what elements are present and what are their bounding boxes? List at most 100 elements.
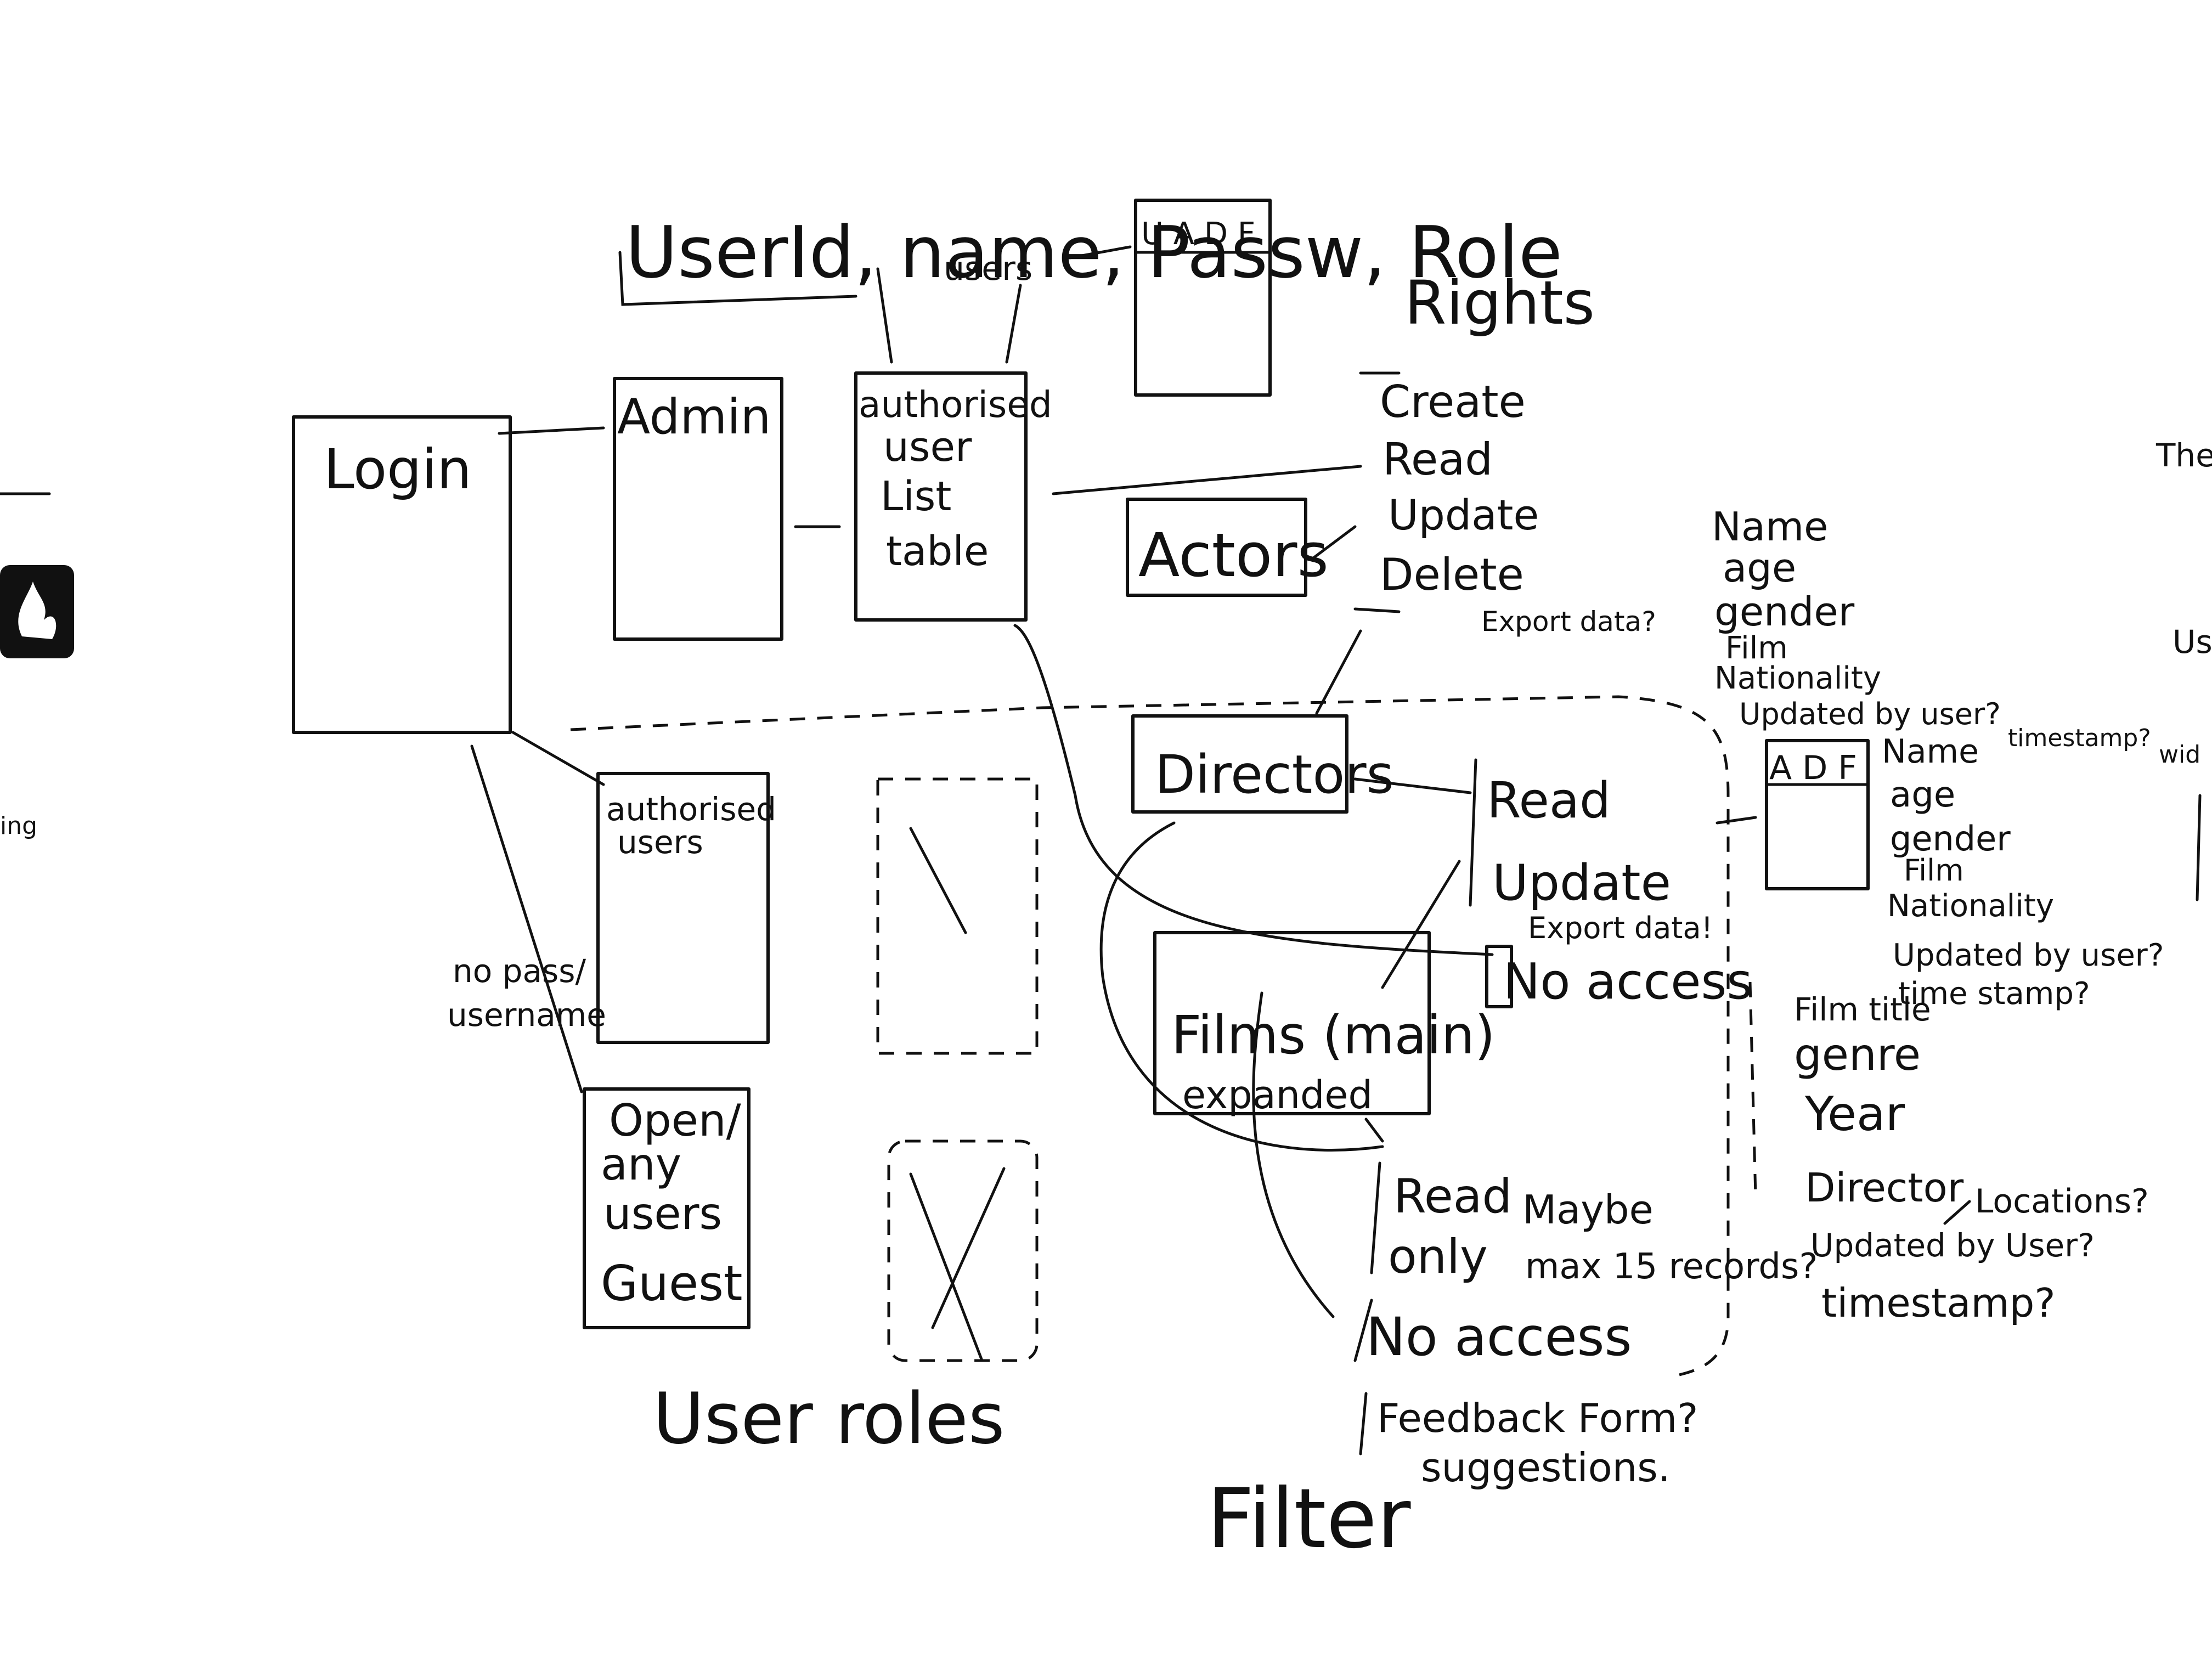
director-read: Read: [1487, 772, 1611, 830]
director-field-age: age: [1890, 775, 1955, 815]
rights-item-create: Create: [1380, 376, 1526, 427]
feedback-line-2: suggestions.: [1421, 1444, 1671, 1491]
read-directors-arrow: [1353, 777, 1472, 794]
authorised-users-line-1: authorised: [606, 791, 776, 828]
films-list-curve: [1013, 624, 1494, 956]
rights-item-delete: Delete: [1380, 549, 1524, 600]
film-field-genre: genre: [1794, 1029, 1921, 1080]
rights-item-read: Read: [1383, 434, 1493, 485]
login-guest-arrow: [470, 744, 583, 1093]
director-field-updated: Updated by user?: [1893, 938, 2164, 973]
locations-arrow: [1943, 1200, 1971, 1225]
rights-title: Rights: [1404, 268, 1595, 338]
rights-item-update: Update: [1388, 490, 1539, 539]
director-rights-bracket: [1469, 758, 1477, 907]
guest-rights-bracket: [1370, 1161, 1381, 1274]
user-list-box: [854, 371, 1028, 622]
guest-films-curve: [1252, 991, 1335, 1318]
no-access-bracket: [1485, 945, 1513, 1008]
admin-label: Admin: [617, 388, 771, 445]
guest-films-arrow: [1364, 1118, 1384, 1143]
director-no-access: No access: [1503, 953, 1752, 1011]
no-access-bracket-2: [1353, 1299, 1373, 1362]
director-update: Update: [1492, 854, 1671, 912]
header-arrow-2: [1005, 284, 1022, 364]
films-label: Films (main): [1171, 1005, 1495, 1066]
feedback-bracket: [1359, 1392, 1368, 1455]
open-users-line-4: Guest: [601, 1255, 742, 1312]
login-label: Login: [324, 437, 472, 501]
directors-box: [1131, 714, 1348, 814]
actor-field-name: Name: [1712, 504, 1828, 550]
director-field-nationality: Nationality: [1887, 888, 2054, 924]
open-users-line-2: any: [601, 1139, 681, 1190]
users-label: users: [944, 250, 1032, 288]
nopass-line-2: username: [447, 996, 606, 1034]
authorised-users-line-2: users: [617, 823, 703, 861]
actor-field-gender: gender: [1714, 589, 1855, 635]
role-cross: [909, 1167, 1006, 1362]
film-field-updated: Updated by User?: [1810, 1227, 2095, 1264]
actor-field-film: Film: [1725, 630, 1788, 666]
open-users-box: [583, 1087, 751, 1329]
right-edge-stroke: [2196, 794, 2202, 901]
user-list-line-3: List: [881, 473, 951, 520]
guest-no-access: No access: [1366, 1306, 1632, 1368]
director-field-film: Film: [1904, 853, 1964, 888]
film-fields-dash: [1748, 981, 1757, 1197]
films-sub-label: expanded: [1182, 1073, 1373, 1118]
adf-arrow: [1716, 816, 1757, 825]
header-arrow-1: [876, 267, 893, 364]
film-field-timestamp: timestamp?: [1821, 1280, 2056, 1326]
right-edge-wid: wid: [2159, 741, 2200, 769]
filter-label: Filter: [1207, 1471, 1411, 1567]
films-box: [1153, 931, 1431, 1115]
film-field-year: Year: [1804, 1087, 1905, 1142]
film-field-director: Director: [1805, 1165, 1964, 1211]
uadf-label: U A D F: [1141, 216, 1255, 252]
right-edge-us: Us: [2172, 623, 2212, 661]
role-crossed-box: [887, 1139, 1039, 1362]
rights-bracket: [1353, 607, 1401, 613]
actor-field-nationality: Nationality: [1714, 661, 1881, 696]
rights-list-arrow: [1052, 465, 1362, 495]
feedback-line-1: Feedback Form?: [1377, 1395, 1698, 1441]
admin-box: [613, 377, 783, 641]
nopass-line-1: no pass/: [453, 952, 586, 990]
director-export: Export data!: [1528, 911, 1713, 945]
header-underline: [618, 251, 857, 306]
login-admin-arrow: [498, 426, 605, 435]
uadf-table: [1134, 199, 1272, 397]
flame-shape: [18, 582, 57, 639]
authorised-users-box: [596, 772, 770, 1044]
left-edge-text: ing: [0, 812, 37, 840]
film-field-title: Film title: [1794, 991, 1931, 1028]
actor-field-age: age: [1723, 545, 1796, 591]
open-users-line-3: users: [603, 1188, 722, 1239]
rights-export: Export data?: [1481, 606, 1656, 637]
guest-only: only: [1388, 1229, 1488, 1284]
guest-maybe: Maybe: [1522, 1187, 1654, 1233]
user-list-line-2: user: [883, 424, 972, 471]
user-list-line-4: table: [886, 528, 989, 575]
right-edge-the: The: [2155, 437, 2212, 474]
delete-directors-arrow: [1315, 629, 1362, 715]
actors-label: Actors: [1138, 520, 1329, 590]
adf-table: [1765, 739, 1870, 890]
guest-directors-curve: [1099, 821, 1384, 1152]
rights-actors-arrow: [1310, 525, 1357, 561]
guest-read: Read: [1393, 1169, 1512, 1224]
film-field-locations: Locations?: [1975, 1182, 2149, 1221]
user-list-line-1: authorised: [859, 383, 1052, 426]
actor-field-updated: Updated by user?: [1739, 697, 2001, 731]
actor-field-timestamp: timestamp?: [2008, 724, 2151, 752]
directors-label: Directors: [1155, 744, 1394, 805]
director-field-gender: gender: [1890, 819, 2011, 859]
adf-label: A D F: [1769, 749, 1857, 787]
guest-max-records: max 15 records?: [1525, 1246, 1818, 1287]
director-field-timestamp: time stamp?: [1898, 976, 2090, 1012]
actors-box: [1126, 498, 1307, 597]
user-roles-label: User roles: [653, 1378, 1005, 1460]
